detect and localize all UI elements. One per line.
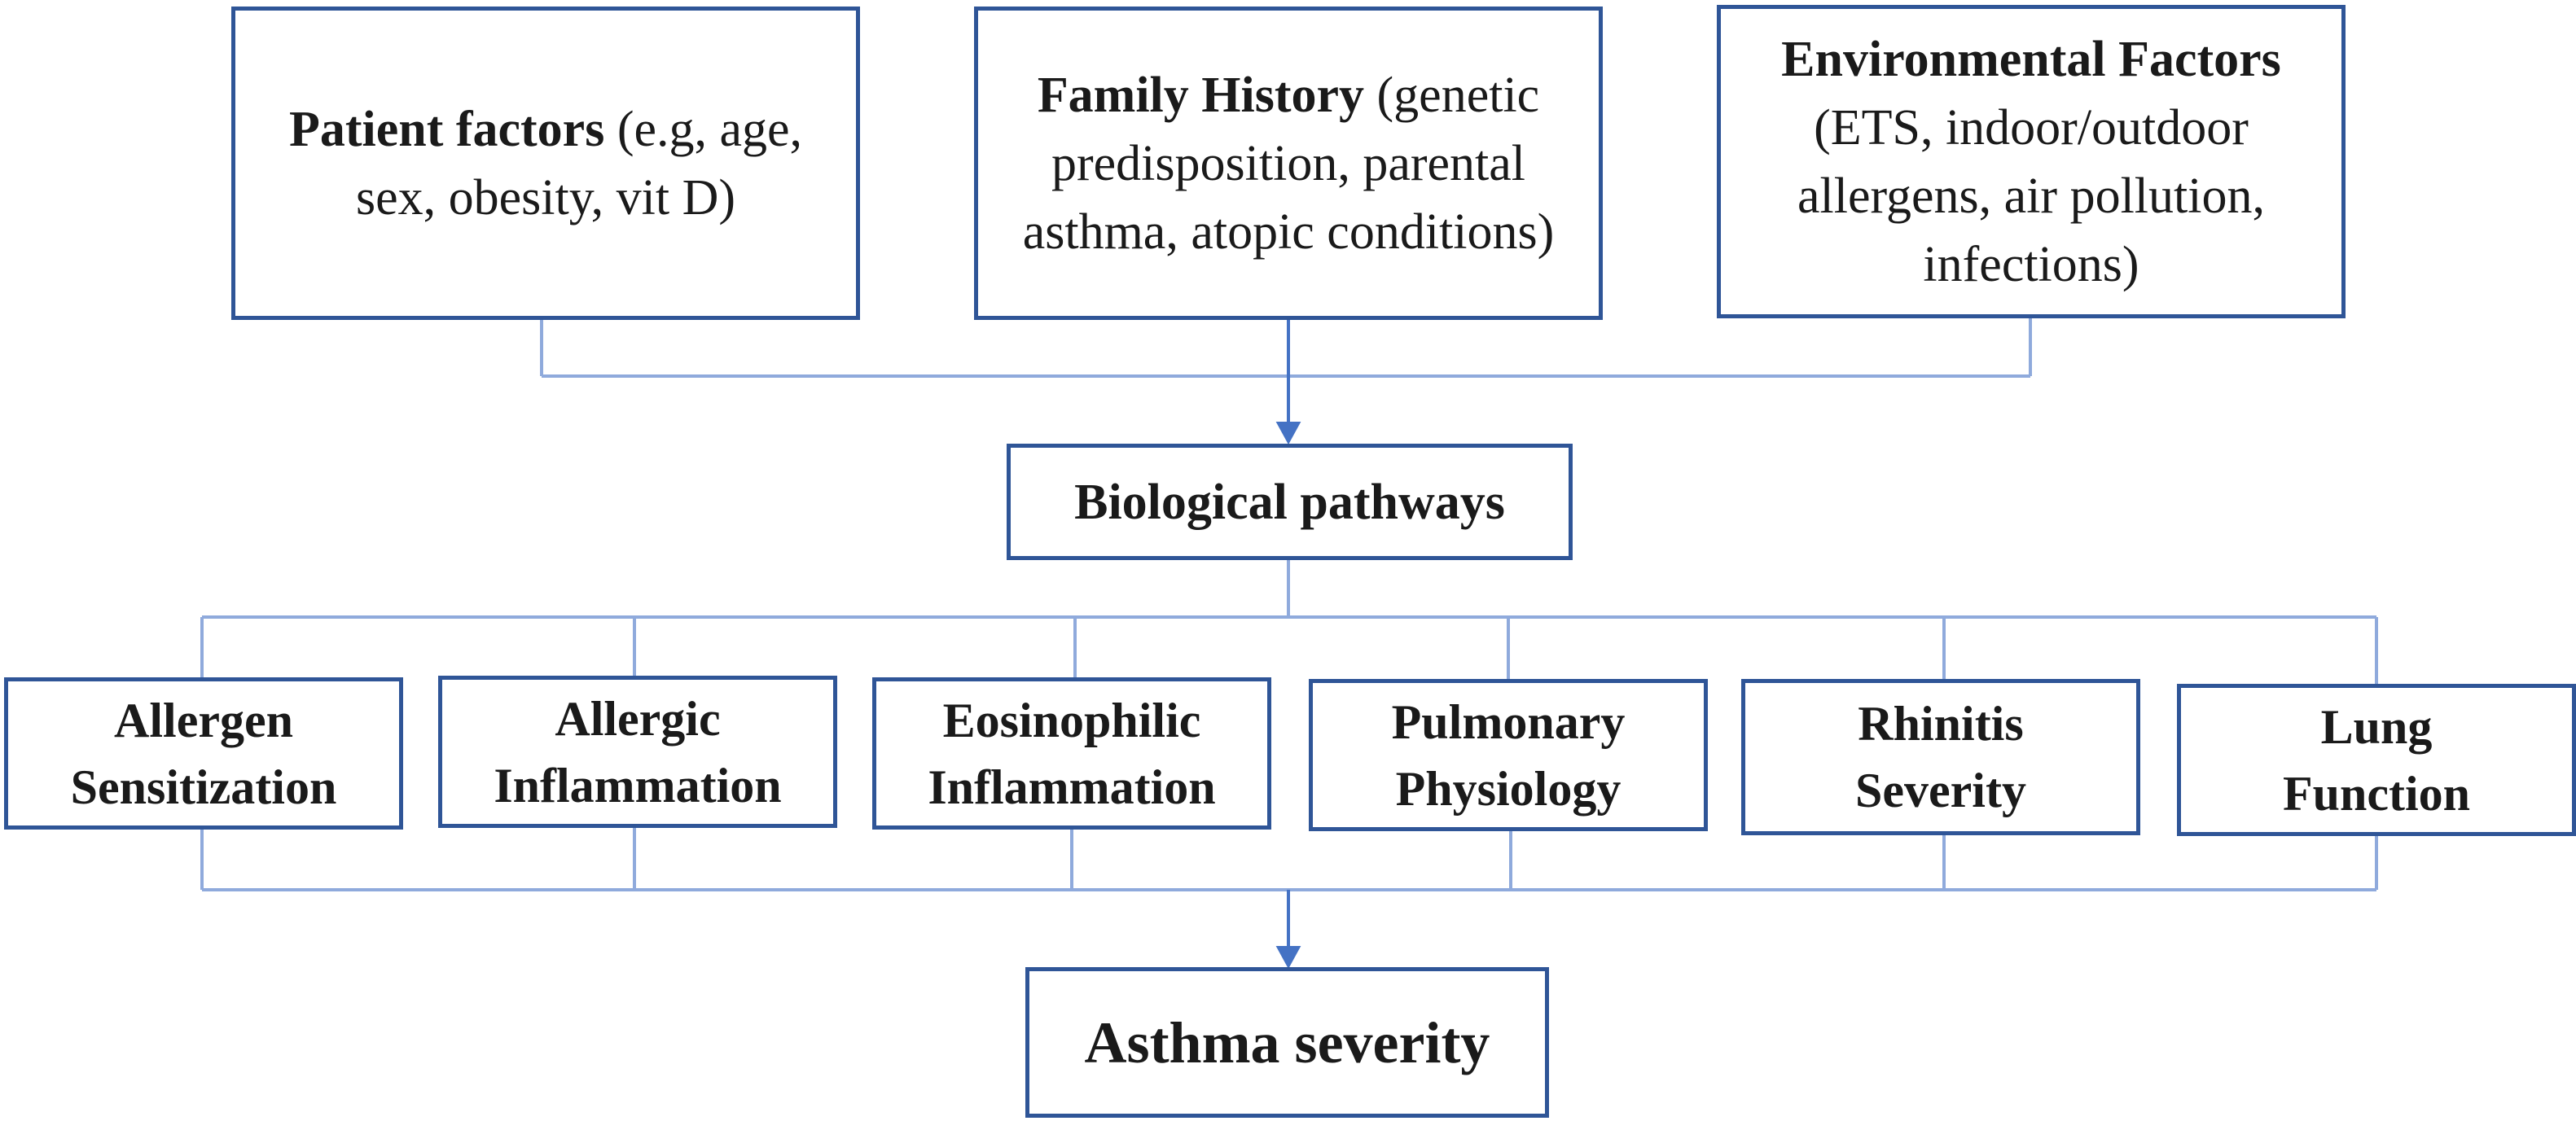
environmental-factors-detail: (ETS, indoor/outdoor allergens, air poll…: [1797, 99, 2265, 292]
family-history-box: Family History (genetic predisposition, …: [974, 7, 1603, 320]
pathway-label: Eosinophilic Inflammation: [928, 693, 1216, 814]
arrowhead-biological-pathways: [1275, 422, 1301, 445]
asthma-severity-label: Asthma severity: [1084, 1009, 1490, 1075]
patient-factors-detail: (e.g, age, sex, obesity, vit D): [355, 101, 803, 226]
biological-pathways-box: Biological pathways: [1007, 444, 1573, 560]
arrowhead-asthma-severity: [1275, 946, 1301, 970]
pathway-label: Allergic Inflammation: [494, 691, 782, 812]
pathway-box-eosinophilic-inflammation: Eosinophilic Inflammation: [872, 677, 1271, 830]
family-history-text: Family History (genetic predisposition, …: [1003, 61, 1573, 266]
pathway-label: Rhinitis Severity: [1855, 697, 2026, 817]
biological-pathways-label: Biological pathways: [1074, 474, 1505, 530]
environmental-factors-title: Environmental Factors: [1781, 31, 2281, 87]
pathway-box-lung-function: Lung Function: [2177, 684, 2576, 836]
patient-factors-box: Patient factors (e.g, age, sex, obesity,…: [231, 7, 860, 320]
family-history-title: Family History: [1037, 67, 1365, 123]
patient-factors-text: Patient factors (e.g, age, sex, obesity,…: [285, 95, 806, 232]
pathway-label: Allergen Sensitization: [70, 693, 337, 814]
pathway-box-allergen-sensitization: Allergen Sensitization: [4, 677, 403, 830]
pathway-label: Lung Function: [2282, 699, 2471, 821]
pathway-label: Pulmonary Physiology: [1391, 694, 1626, 816]
asthma-severity-box: Asthma severity: [1025, 967, 1549, 1118]
pathway-box-allergic-inflammation: Allergic Inflammation: [438, 676, 837, 828]
family-history-detail: (genetic predisposition, parental asthma…: [1022, 67, 1555, 260]
pathway-box-rhinitis-severity: Rhinitis Severity: [1741, 679, 2140, 835]
environmental-factors-box: Environmental Factors (ETS, indoor/outdo…: [1717, 5, 2346, 318]
patient-factors-title: Patient factors: [288, 101, 605, 157]
pathway-box-pulmonary-physiology: Pulmonary Physiology: [1309, 679, 1708, 831]
environmental-factors-text: Environmental Factors (ETS, indoor/outdo…: [1738, 25, 2324, 299]
